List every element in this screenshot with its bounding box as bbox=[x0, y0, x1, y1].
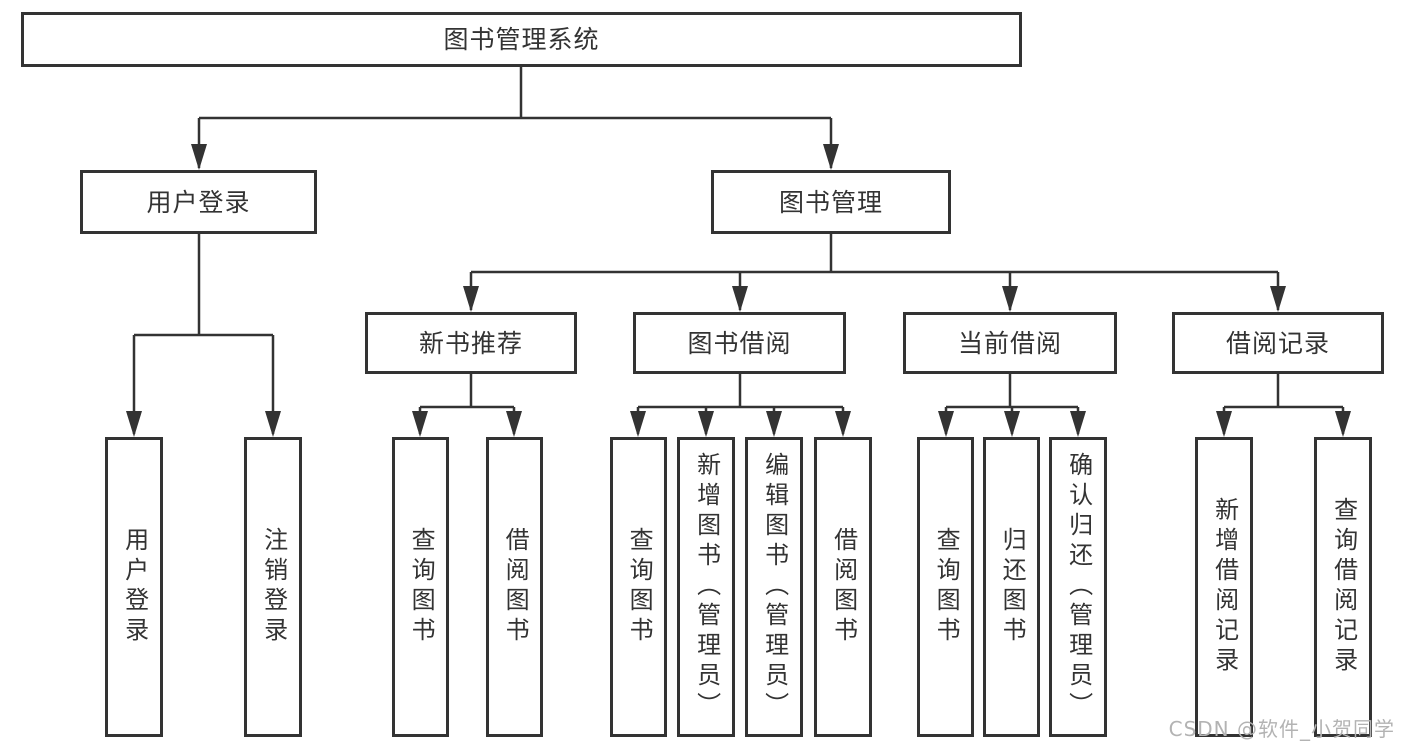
arrowhead-icon bbox=[463, 286, 479, 312]
arrowhead-icon bbox=[766, 411, 782, 437]
leaf-borrow-borrow-books-label: 借阅图书 bbox=[829, 527, 858, 647]
arrowhead-icon bbox=[823, 144, 839, 170]
leaf-recommend-borrow-books-label: 借阅图书 bbox=[501, 527, 530, 647]
arrowhead-icon bbox=[126, 411, 142, 437]
leaf-borrow-borrow-books: 借阅图书 bbox=[814, 437, 872, 737]
leaf-borrow-add-books: 新增图书（管理员） bbox=[677, 437, 735, 737]
arrowhead-icon bbox=[698, 411, 714, 437]
arrowhead-icon bbox=[1004, 411, 1020, 437]
leaf-current-return-books: 归还图书 bbox=[983, 437, 1040, 737]
arrowhead-icon bbox=[191, 144, 207, 170]
node-book-management: 图书管理 bbox=[711, 170, 951, 234]
leaf-borrow-edit-books-label: 编辑图书（管理员） bbox=[760, 452, 789, 722]
node-new-book-recommend: 新书推荐 bbox=[365, 312, 577, 374]
arrowhead-icon bbox=[506, 411, 522, 437]
arrowhead-icon bbox=[265, 411, 281, 437]
node-borrow-record-label: 借阅记录 bbox=[1225, 328, 1330, 358]
leaf-recommend-query-books: 查询图书 bbox=[392, 437, 449, 737]
leaf-current-confirm-return-label: 确认归还（管理员） bbox=[1064, 452, 1093, 722]
node-book-borrow: 图书借阅 bbox=[633, 312, 846, 374]
leaf-current-query-books: 查询图书 bbox=[917, 437, 974, 737]
leaf-logout: 注销登录 bbox=[244, 437, 302, 737]
arrowhead-icon bbox=[630, 411, 646, 437]
arrowhead-icon bbox=[412, 411, 428, 437]
leaf-user-login-label: 用户登录 bbox=[120, 527, 149, 647]
leaf-logout-label: 注销登录 bbox=[259, 527, 288, 647]
leaf-record-query: 查询借阅记录 bbox=[1314, 437, 1372, 737]
node-root-label: 图书管理系统 bbox=[443, 25, 600, 54]
leaf-borrow-edit-books: 编辑图书（管理员） bbox=[745, 437, 803, 737]
leaf-borrow-query-books: 查询图书 bbox=[610, 437, 667, 737]
leaf-current-query-books-label: 查询图书 bbox=[932, 527, 961, 647]
leaf-borrow-add-books-label: 新增图书（管理员） bbox=[692, 452, 721, 722]
node-user-login: 用户登录 bbox=[80, 170, 317, 234]
node-borrow-record: 借阅记录 bbox=[1172, 312, 1384, 374]
leaf-current-confirm-return: 确认归还（管理员） bbox=[1049, 437, 1107, 737]
arrowhead-icon bbox=[1335, 411, 1351, 437]
node-current-borrow: 当前借阅 bbox=[903, 312, 1117, 374]
arrowhead-icon bbox=[1002, 286, 1018, 312]
leaf-record-add: 新增借阅记录 bbox=[1195, 437, 1253, 737]
arrowhead-icon bbox=[938, 411, 954, 437]
connector-lines bbox=[132, 67, 1345, 434]
node-book-borrow-label: 图书借阅 bbox=[687, 328, 792, 358]
arrowhead-icon bbox=[1216, 411, 1232, 437]
arrowhead-icon bbox=[732, 286, 748, 312]
node-user-login-label: 用户登录 bbox=[146, 187, 251, 217]
leaf-record-add-label: 新增借阅记录 bbox=[1210, 497, 1239, 677]
node-current-borrow-label: 当前借阅 bbox=[957, 328, 1062, 358]
leaf-user-login: 用户登录 bbox=[105, 437, 163, 737]
leaf-current-return-books-label: 归还图书 bbox=[998, 527, 1027, 647]
arrowhead-icon bbox=[835, 411, 851, 437]
arrowhead-icon bbox=[1270, 286, 1286, 312]
leaf-borrow-query-books-label: 查询图书 bbox=[625, 527, 654, 647]
csdn-watermark: CSDN @软件_小贺同学 bbox=[1168, 717, 1395, 741]
leaf-recommend-borrow-books: 借阅图书 bbox=[486, 437, 543, 737]
node-root: 图书管理系统 bbox=[21, 12, 1022, 67]
node-new-book-recommend-label: 新书推荐 bbox=[418, 328, 523, 358]
leaf-recommend-query-books-label: 查询图书 bbox=[407, 527, 436, 647]
leaf-record-query-label: 查询借阅记录 bbox=[1329, 497, 1358, 677]
node-book-management-label: 图书管理 bbox=[778, 187, 883, 217]
arrowhead-icon bbox=[1070, 411, 1086, 437]
